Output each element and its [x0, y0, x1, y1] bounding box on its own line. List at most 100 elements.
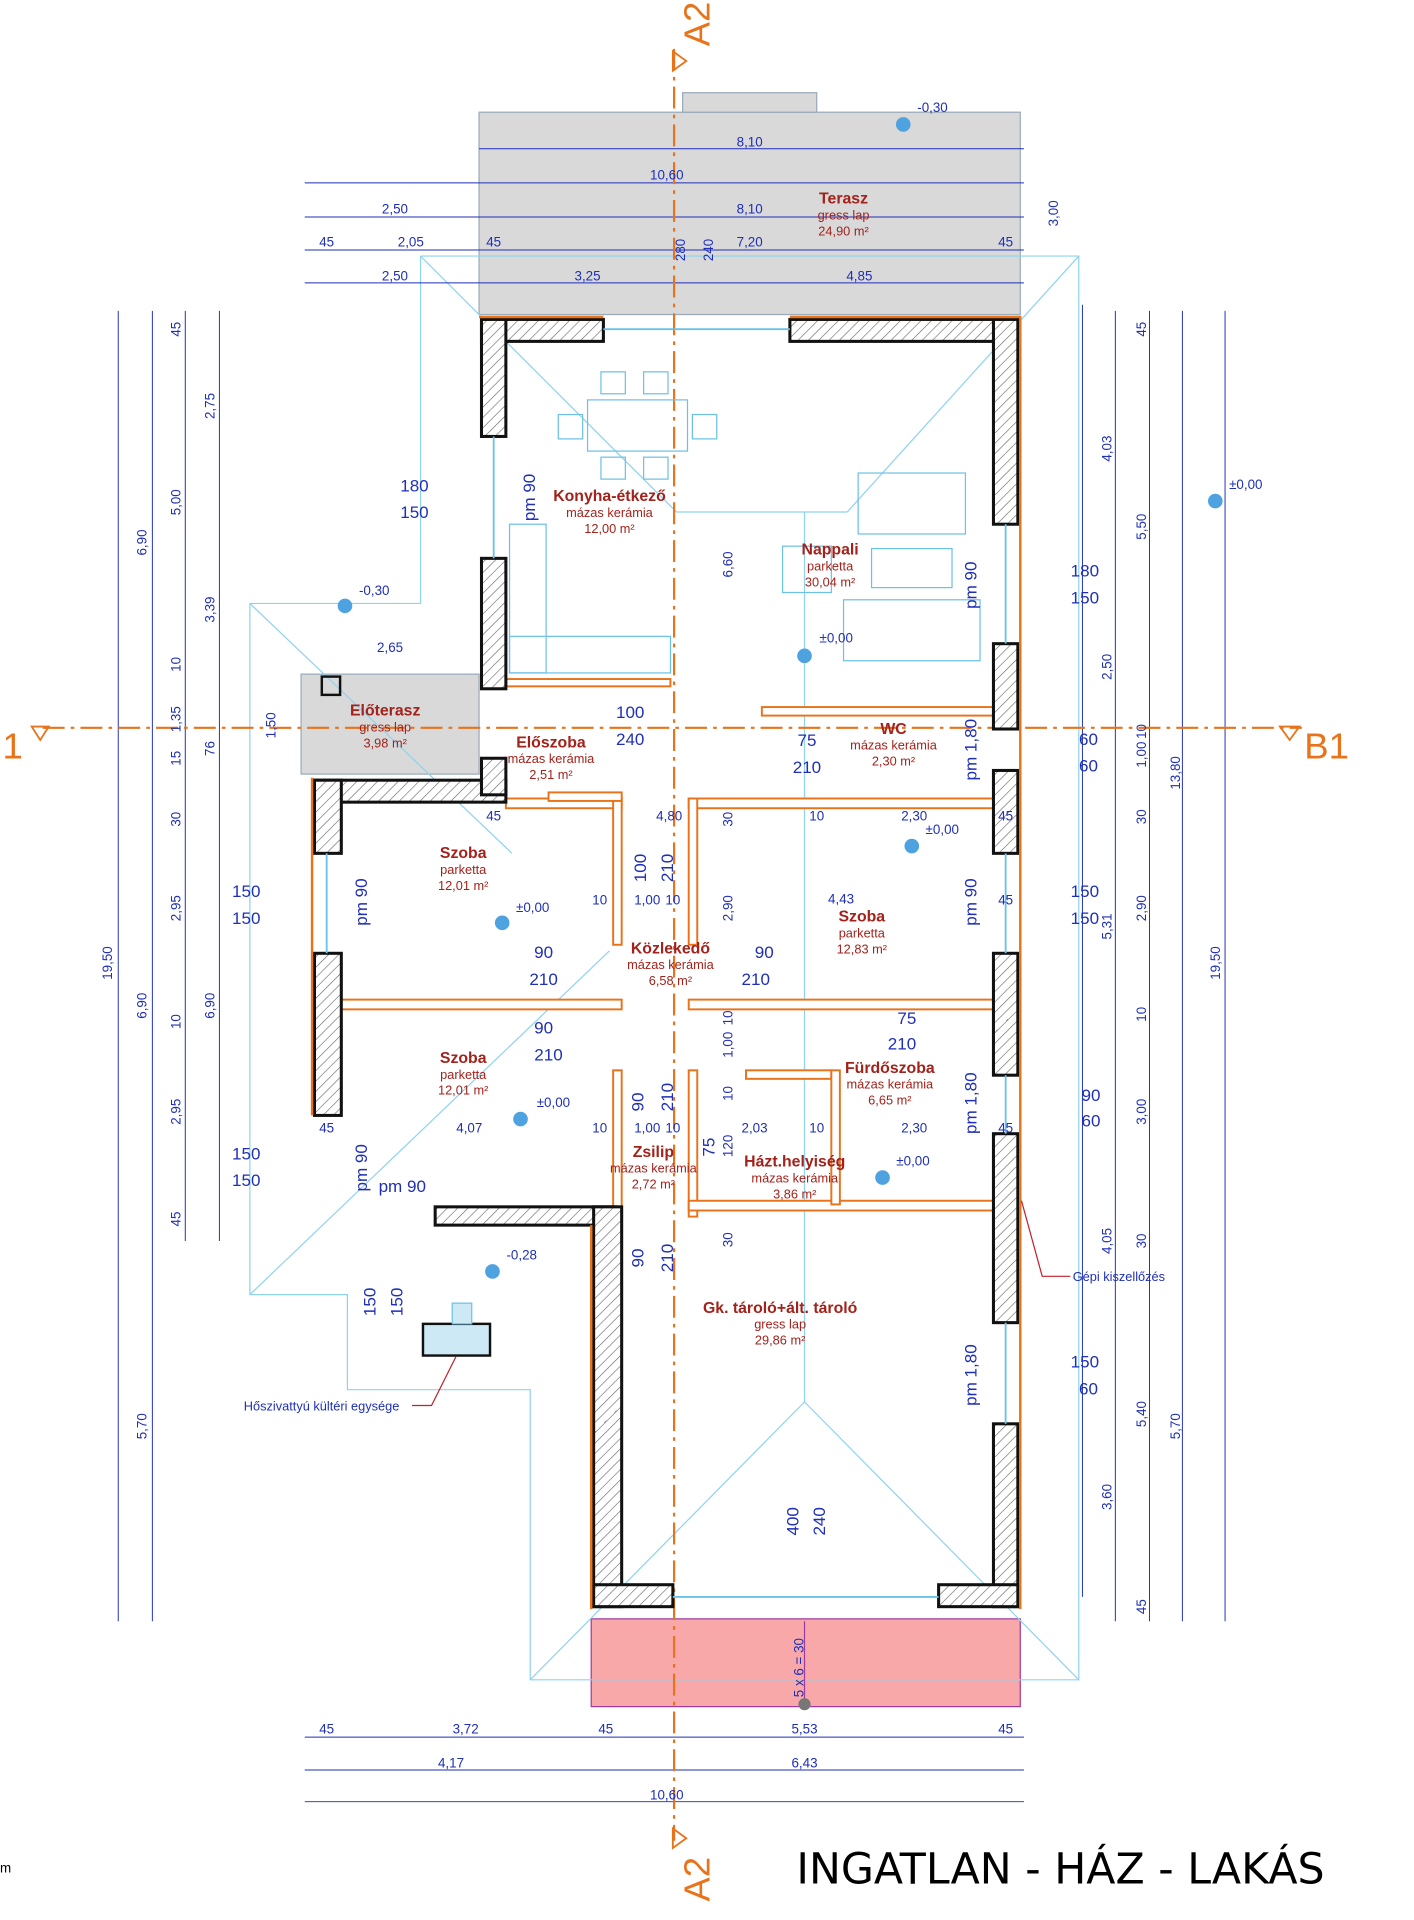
dimension-label: 45 [1134, 322, 1149, 337]
dimension-label: 10 [168, 657, 183, 672]
dimension-label: 10 [809, 808, 824, 823]
dimension-label: 3,25 [575, 268, 601, 283]
dimension-label: 4,03 [1100, 436, 1115, 462]
dimension-label: 76 [203, 741, 218, 756]
room-name: Gk. tároló+ált. tároló [703, 1300, 858, 1317]
dimension-label: 150 [1071, 909, 1099, 928]
room-area: 6,58 m² [649, 973, 693, 988]
dimension-label: 5,50 [1134, 514, 1149, 540]
dimension-label: 30 [721, 1232, 736, 1247]
dimension-label: -0,30 [359, 583, 390, 598]
dimension-label: ±0,00 [516, 900, 549, 915]
sofa [842, 599, 981, 662]
dimension-label: 150 [232, 882, 260, 901]
room-name: Nappali [802, 542, 859, 559]
dimension-label: 100 [616, 703, 644, 722]
slope-arrow-dot [798, 1698, 811, 1711]
room-area: 2,51 m² [529, 767, 573, 782]
dimension-label: 6,60 [721, 551, 736, 577]
dimension-label: 6,90 [134, 993, 149, 1019]
dimension-label: 10,60 [650, 1787, 684, 1802]
dimension-label: 10,60 [650, 167, 684, 182]
watermark: INGATLAN - HÁZ - LAKÁS [796, 1843, 1324, 1894]
front-terrace-area [300, 673, 480, 775]
dimension-label: 400 [783, 1507, 802, 1535]
dimension-label: 210 [888, 1035, 916, 1054]
dimension-label: 1,50 [263, 712, 278, 738]
room-floor: parketta [807, 559, 854, 574]
dimension-label: ±0,00 [896, 1153, 929, 1168]
dimension-label: pm 90 [352, 1144, 371, 1191]
terrace-step [682, 92, 818, 113]
dimension-label: pm 90 [961, 561, 980, 608]
room-area: 3,86 m² [773, 1186, 817, 1201]
dimension-label: 6,90 [203, 993, 218, 1019]
dimension-label: 150 [1071, 1353, 1099, 1372]
dimension-label: 5,31 [1100, 913, 1115, 939]
dimension-label: ±0,00 [819, 630, 852, 645]
dimension-label: 10 [809, 1120, 824, 1135]
dimension-label: 210 [658, 1244, 677, 1272]
dimension-label: 90 [1081, 1086, 1100, 1105]
room-floor: parketta [440, 1067, 487, 1082]
dimension-label: 1,00 [634, 893, 660, 908]
dimension-label: 210 [529, 970, 557, 989]
dimension-label: 75 [797, 731, 816, 750]
dimension-label: 5,00 [168, 489, 183, 515]
room-floor: mázas kerámia [847, 1077, 935, 1092]
dimension-label: pm 90 [379, 1177, 426, 1196]
axis-label-top: A2 [676, 2, 717, 47]
dimension-label: 10 [665, 893, 680, 908]
room-floor: mázas kerámia [508, 751, 596, 766]
ventilation-note: Gépi kiszellőzés [1073, 1269, 1165, 1284]
dimension-label: 3,00 [1046, 200, 1061, 226]
dimension-label: 45 [168, 322, 183, 337]
dimension-label: 6,43 [791, 1756, 817, 1771]
room-area: 12,01 m² [438, 878, 489, 893]
ventilation-leader [1020, 1200, 1071, 1277]
dimension-label: 150 [387, 1288, 406, 1316]
dimension-label: 60 [1079, 757, 1098, 776]
dimension-label: 45 [486, 234, 501, 249]
driveway-area [590, 1618, 1021, 1708]
dimension-label: 30 [168, 812, 183, 827]
dimension-label: 10 [592, 893, 607, 908]
room-floor: mázas kerámia [627, 957, 715, 972]
dimension-label: 45 [998, 808, 1013, 823]
room-name: Szoba [440, 1050, 487, 1067]
dimension-label: 2,30 [901, 1120, 927, 1135]
furniture [320, 371, 981, 1357]
dimension-label: 240 [810, 1507, 829, 1535]
dimension-label: 8,10 [737, 201, 763, 216]
dimension-label: 1,00 [1134, 742, 1149, 768]
heat-pump-note: Hőszivattyú kültéri egysége [244, 1398, 400, 1413]
terrace-area [478, 111, 1021, 316]
dimension-label: 5,53 [791, 1721, 817, 1736]
interior-walls [340, 678, 995, 1218]
dimension-label: 240 [616, 730, 644, 749]
dimension-label: 3,60 [1100, 1484, 1115, 1510]
dimension-label: 30 [1134, 1234, 1149, 1249]
dimension-label: 7,20 [737, 234, 763, 249]
dimension-label: 45 [598, 1721, 613, 1736]
dimension-label: 19,50 [100, 946, 115, 980]
dimension-label: 2,90 [721, 895, 736, 921]
dimension-label: 8,10 [737, 134, 763, 149]
dimension-label: 75 [897, 1009, 916, 1028]
dimension-label: 4,85 [846, 268, 872, 283]
dimension-label: 1,35 [168, 706, 183, 732]
dimension-label: 45 [486, 808, 501, 823]
room-name: Közlekedő [631, 940, 710, 957]
room-name: WC [880, 721, 906, 738]
kitchen-counter [508, 523, 547, 674]
room-area: 6,65 m² [868, 1092, 912, 1107]
dimension-label: 2,50 [1100, 654, 1115, 680]
dimension-label: 45 [1134, 1599, 1149, 1614]
dimension-label: pm 1,80 [961, 1072, 980, 1134]
